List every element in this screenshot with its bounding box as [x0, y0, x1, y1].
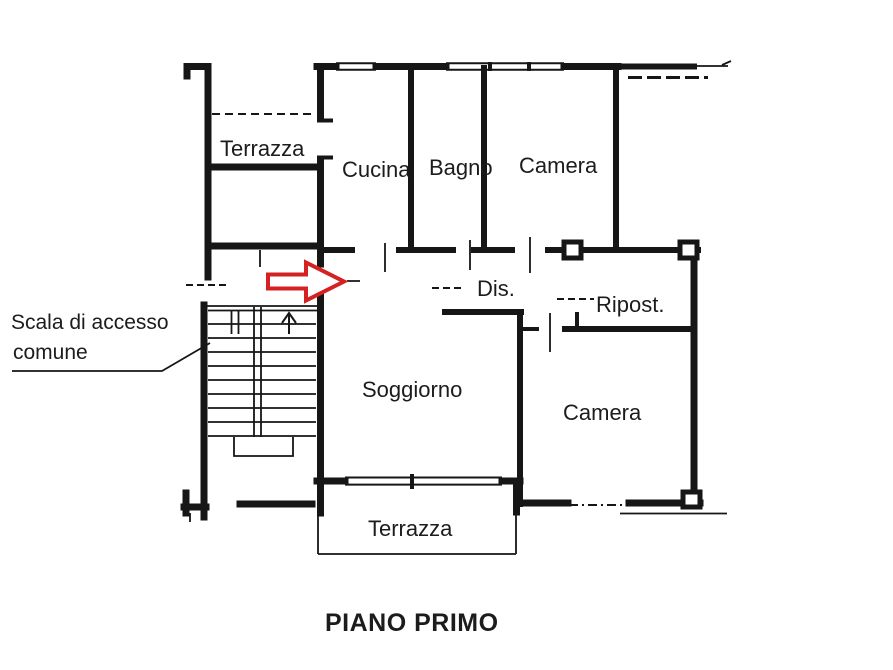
- walls-layer: [12, 60, 732, 555]
- room-label-bagno: Bagno: [429, 155, 493, 180]
- room-label-camera-bottom: Camera: [563, 400, 642, 425]
- entrance-arrow-icon: [266, 259, 349, 304]
- room-label-ripost: Ripost.: [596, 292, 664, 317]
- stairs-annotation-line2: comune: [13, 341, 88, 364]
- stairs-up-arrow-icon: [281, 311, 297, 334]
- pillar-blocks: [561, 239, 703, 510]
- labels-layer: Terrazza Cucina Bagno Camera Dis. Ripost…: [11, 136, 664, 637]
- floor-title: PIANO PRIMO: [325, 609, 499, 637]
- interior-walls: [317, 63, 701, 507]
- dashed-lines: [186, 76, 708, 506]
- room-label-soggiorno: Soggiorno: [362, 377, 462, 402]
- room-label-camera-top: Camera: [519, 153, 598, 178]
- stairs-annotation-line1: Scala di accesso: [11, 311, 169, 334]
- room-label-terrazza-bottom: Terrazza: [368, 516, 453, 541]
- window-symbols: [336, 62, 564, 486]
- room-label-dis: Dis.: [477, 276, 515, 301]
- exterior-walls: [180, 63, 704, 521]
- room-label-terrazza-top: Terrazza: [220, 136, 305, 161]
- room-label-cucina: Cucina: [342, 157, 411, 182]
- wall-stubs: [320, 62, 579, 489]
- thin-lines: [12, 60, 732, 555]
